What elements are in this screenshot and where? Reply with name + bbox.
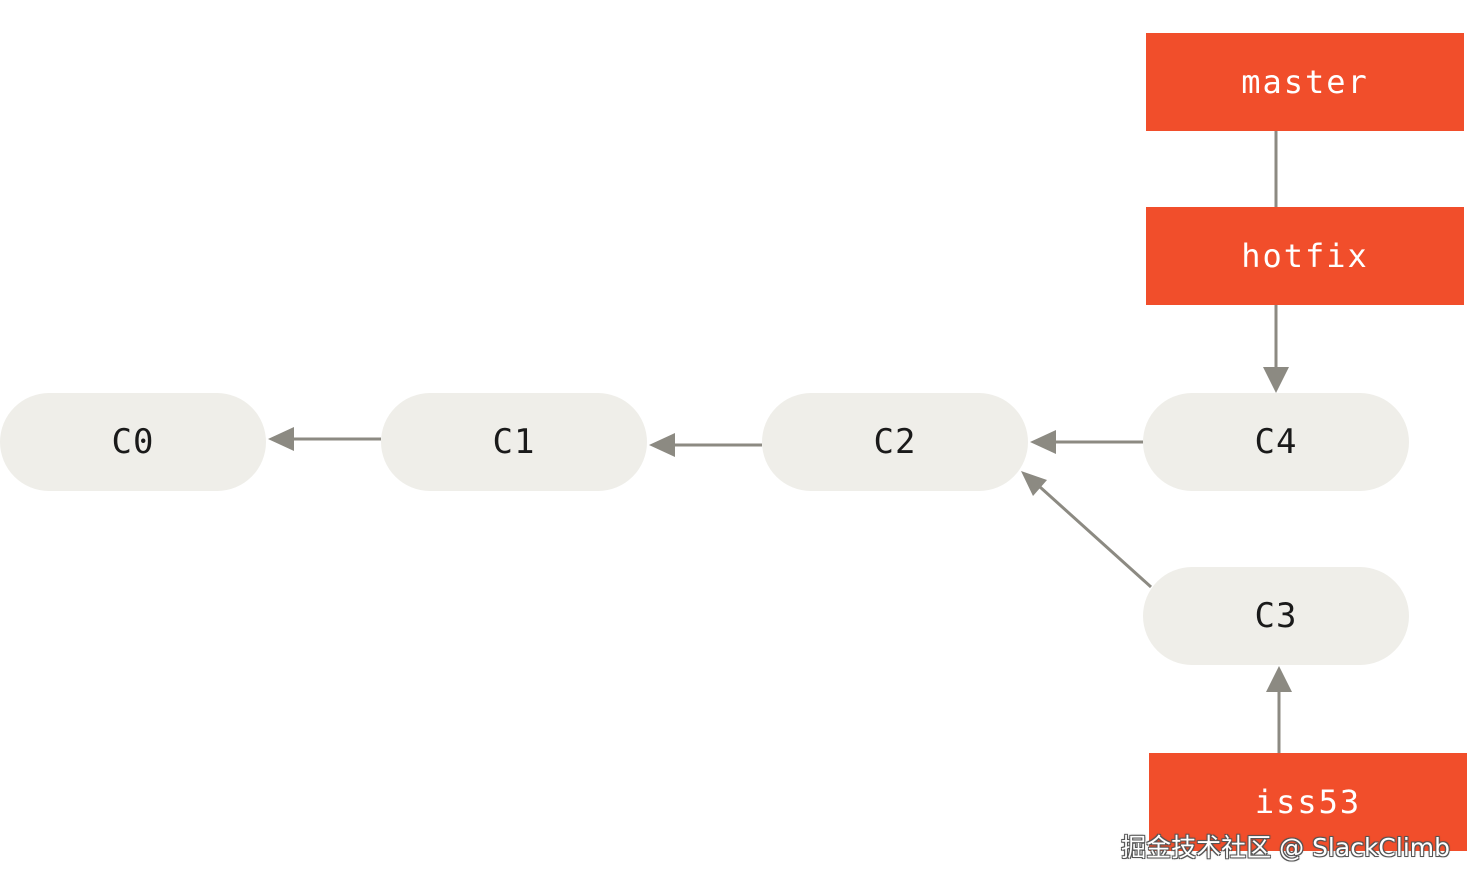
commit-c3: C3: [1143, 567, 1409, 665]
branch-iss53: iss53: [1149, 753, 1467, 851]
watermark: 掘金技术社区 @ SlackClimb: [1121, 833, 1450, 862]
commit-c1: C1: [381, 393, 647, 491]
edge-c4-to-c2: [1030, 430, 1143, 454]
commit-c0-label: C0: [111, 422, 155, 462]
commit-c0: C0: [0, 393, 266, 491]
branch-hotfix: hotfix: [1146, 207, 1464, 305]
edge-iss53-to-c3: [1266, 666, 1292, 753]
branch-master-label: master: [1241, 63, 1369, 101]
edge-c3-to-c2: [1021, 471, 1153, 589]
commit-c3-label: C3: [1254, 596, 1298, 636]
edge-hotfix-to-c4: [1263, 305, 1289, 393]
commit-c1-label: C1: [492, 422, 536, 462]
edge-c2-to-c1: [649, 433, 762, 457]
commit-c4-label: C4: [1254, 422, 1298, 462]
branch-hotfix-label: hotfix: [1241, 237, 1369, 275]
branch-master: master: [1146, 33, 1464, 131]
commit-c2: C2: [762, 393, 1028, 491]
branch-iss53-label: iss53: [1254, 783, 1362, 821]
commit-c4: C4: [1143, 393, 1409, 491]
edge-c1-to-c0: [268, 427, 381, 451]
commit-c2-label: C2: [873, 422, 917, 462]
